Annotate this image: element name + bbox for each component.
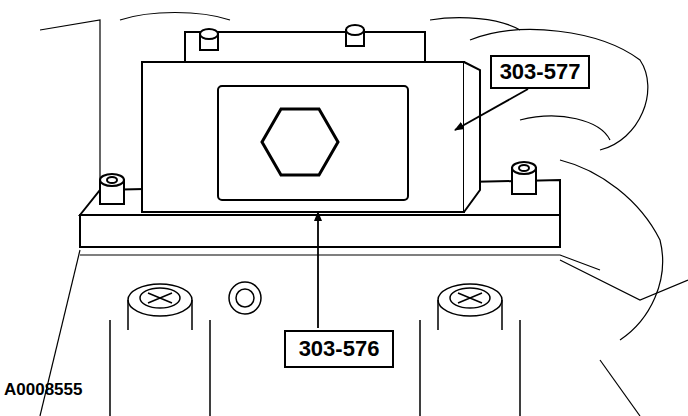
block-bolt — [346, 25, 364, 35]
bar-bolt — [100, 174, 124, 186]
callout-number: 303-577 — [500, 61, 581, 83]
block-front — [142, 62, 464, 212]
head-contour — [120, 13, 230, 21]
bolt-head — [140, 288, 180, 308]
head-contour — [560, 160, 663, 340]
head-contour — [520, 116, 610, 140]
cam-bolts — [110, 282, 520, 416]
hole — [236, 289, 254, 307]
hole — [229, 282, 261, 314]
head-contour — [560, 260, 688, 300]
bolt-mark — [148, 293, 172, 303]
block-back — [185, 32, 425, 62]
head-contour — [430, 18, 520, 30]
head-edge — [40, 20, 100, 200]
bar-front — [80, 215, 560, 247]
callout-number: 303-576 — [299, 338, 380, 360]
head-contour — [470, 30, 648, 150]
cylinder-head — [40, 13, 688, 416]
figure-id: A0008555 — [4, 380, 82, 400]
head-deck — [80, 255, 600, 270]
hex-drive — [262, 109, 338, 175]
head-contour — [600, 360, 640, 416]
bolt-mark — [458, 293, 482, 303]
tool-block — [142, 25, 480, 212]
plate-303-576 — [218, 86, 408, 200]
leader-arrow — [455, 89, 528, 130]
bar-bolt — [512, 162, 536, 174]
leader-arrow — [317, 212, 319, 328]
bolt-boss — [438, 284, 502, 316]
bar-bolt — [107, 177, 117, 183]
bolt-boss — [420, 320, 520, 416]
block-bolt — [200, 29, 218, 39]
callout-box: 303-576 — [284, 330, 394, 368]
bar-bolt — [519, 165, 529, 171]
leader-lines — [318, 89, 528, 328]
bolt-boss — [128, 284, 192, 316]
block-side — [464, 62, 480, 212]
bolt-boss — [110, 320, 210, 416]
bolt-head — [450, 288, 490, 308]
callout-box: 303-577 — [490, 55, 590, 89]
